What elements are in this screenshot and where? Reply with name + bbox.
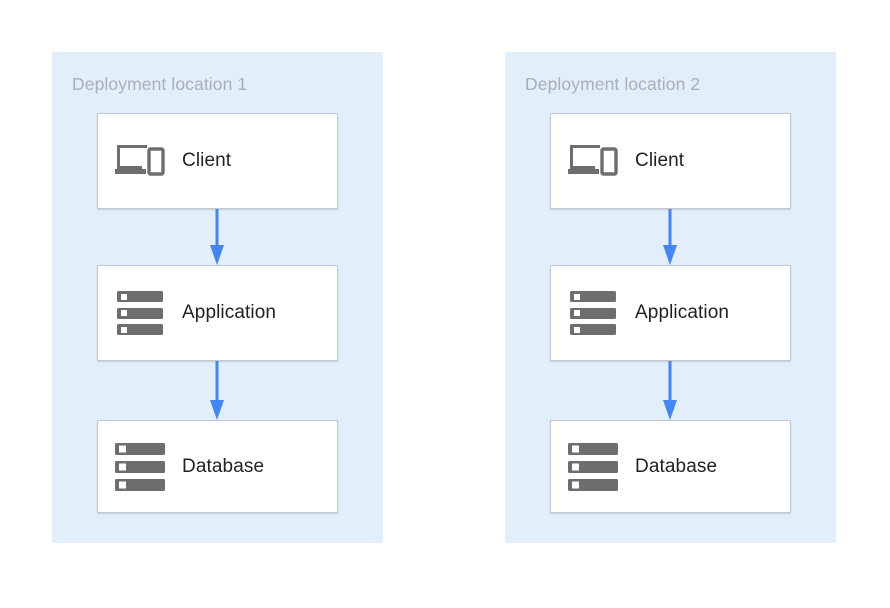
devices-icon: [98, 141, 182, 181]
zone-1-title: Deployment location 1: [72, 74, 248, 94]
zone-1-node-client[interactable]: Client: [97, 113, 338, 209]
zone-1-node-application[interactable]: Application: [97, 265, 338, 361]
zone-1-node-database-label: Database: [182, 455, 265, 477]
zone-2-arrow-client-to-application: [663, 209, 677, 265]
zone-2-arrow-application-to-database: [663, 361, 677, 420]
zone-2-node-client[interactable]: Client: [550, 113, 791, 209]
zone-2-node-application-label: Application: [635, 302, 730, 323]
zone-2-node-client-label: Client: [635, 150, 685, 171]
server-icon: [551, 442, 635, 491]
server-icon: [551, 291, 635, 335]
server-icon: [98, 442, 182, 491]
zone-1-arrow-client-to-application: [210, 209, 224, 265]
devices-icon: [551, 141, 635, 181]
zone-2-title: Deployment location 2: [525, 74, 701, 94]
zone-2-node-application[interactable]: Application: [550, 265, 791, 361]
zone-1-node-client-label: Client: [182, 150, 232, 171]
zone-1-arrow-application-to-database: [210, 361, 224, 420]
server-icon: [98, 291, 182, 335]
zone-2-node-database-label: Database: [635, 455, 718, 477]
zone-1-node-application-label: Application: [182, 302, 277, 323]
zone-1-node-database[interactable]: Database: [97, 420, 338, 513]
deployment-zone-1: Deployment location 1 Client: [52, 52, 383, 543]
zone-2-node-database[interactable]: Database: [550, 420, 791, 513]
deployment-zone-2: Deployment location 2 Client: [505, 52, 836, 543]
